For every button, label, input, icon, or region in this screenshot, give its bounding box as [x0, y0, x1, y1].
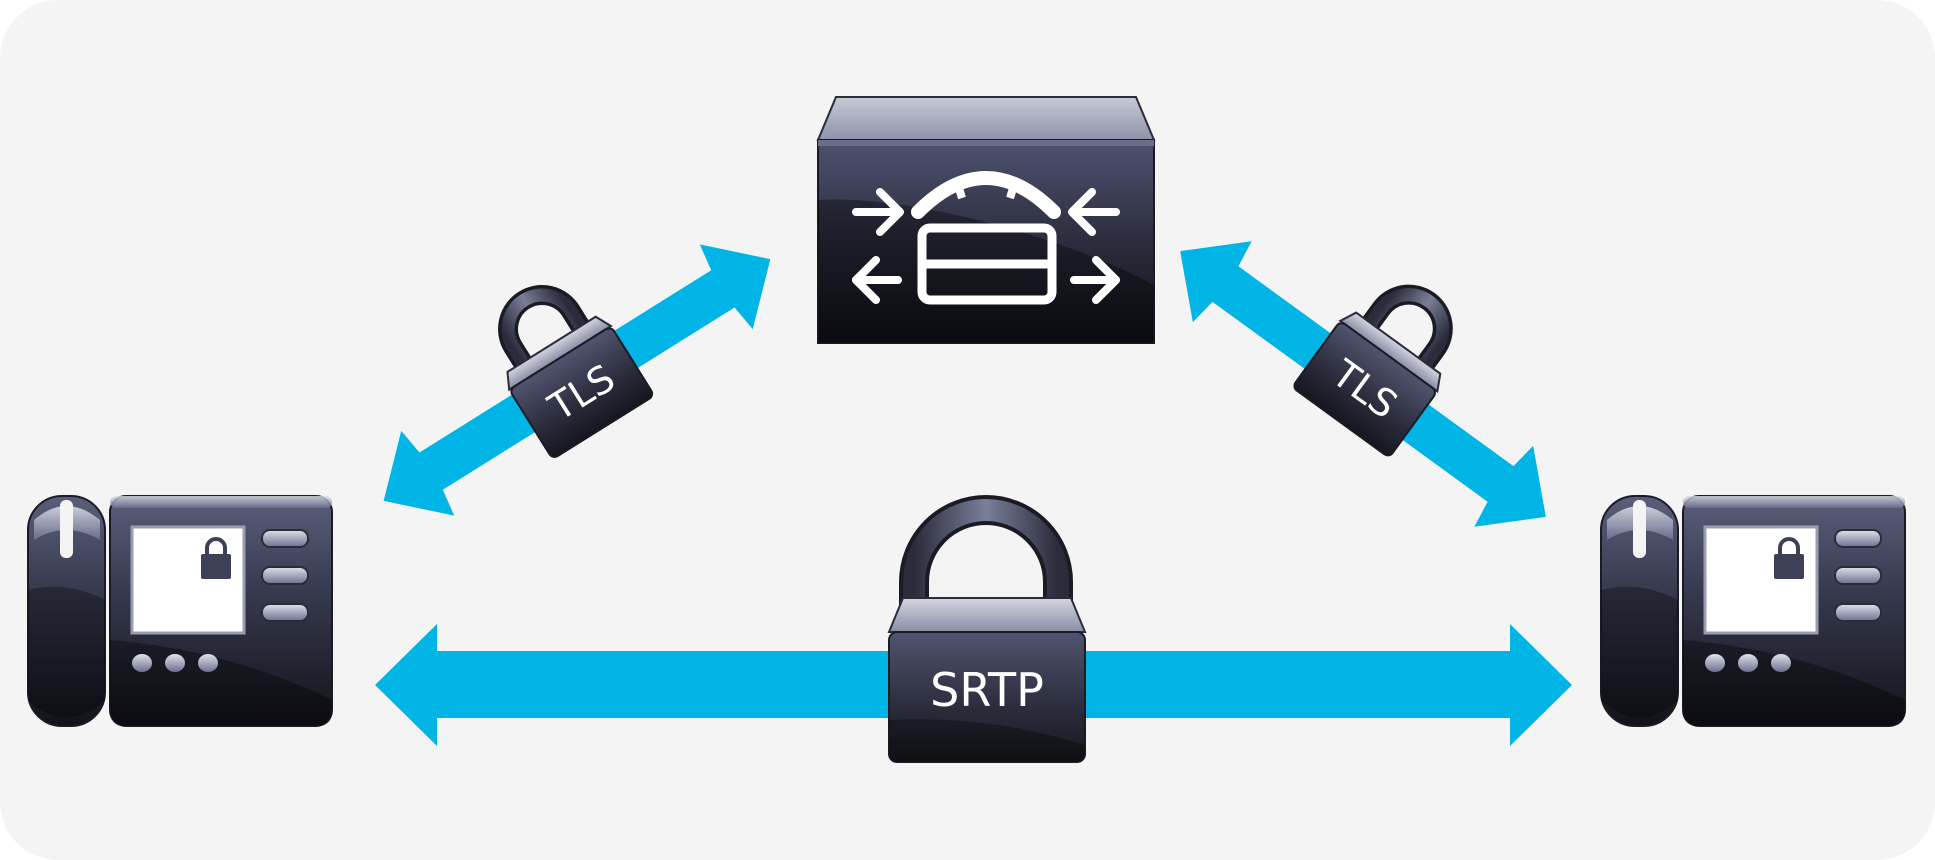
ip-phone-icon-right	[1600, 495, 1906, 727]
srtp-label: SRTP	[930, 663, 1044, 717]
tls-lock-left: TLS	[498, 285, 654, 458]
tls-lock-right: TLS	[1293, 284, 1453, 457]
ip-phone-icon-left	[27, 495, 333, 727]
srtp-lock: SRTP	[887, 495, 1087, 763]
call-manager-server-icon	[816, 96, 1156, 344]
